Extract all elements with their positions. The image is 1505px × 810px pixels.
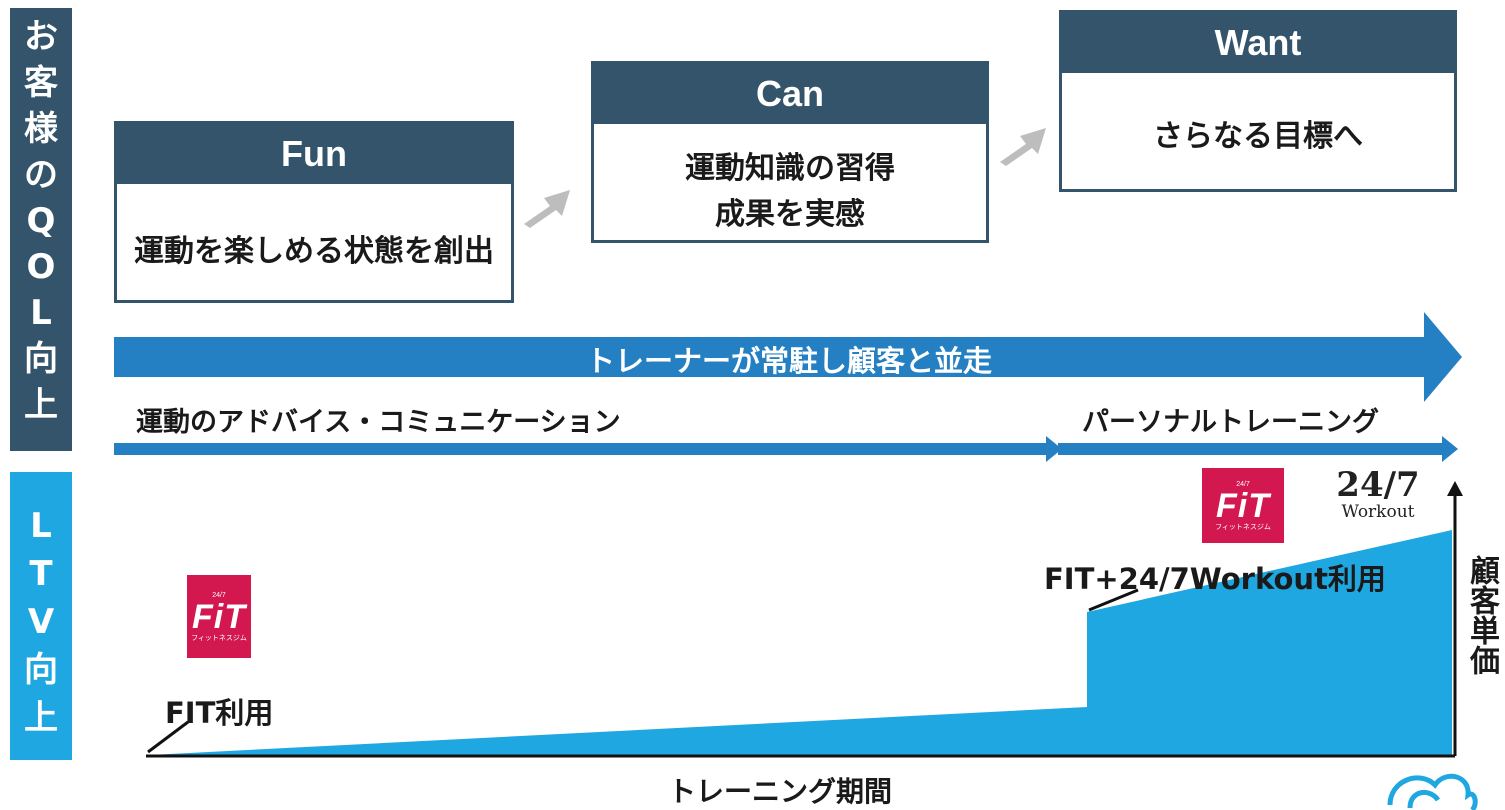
fit-logo-small: 24/7 FiT フィットネスジム (187, 575, 251, 658)
ltv_bar-char: T (29, 554, 53, 594)
personal-label: パーソナルトレーニング (1082, 407, 1379, 438)
card-fun-text: 運動を楽しめる状態を創出 (134, 234, 494, 269)
personal-arrow (1058, 436, 1458, 462)
card-can-text-2: 成果を実感 (715, 197, 865, 232)
qol_bar-char: O (26, 247, 56, 287)
qol_bar-char: 上 (24, 385, 58, 425)
y-axis-arrowhead (1447, 481, 1463, 496)
big-arrow-label: トレーナーが常駐し顧客と並走 (585, 344, 992, 378)
card-can-text-1: 運動知識の習得 (685, 151, 895, 186)
ltv_bar-char: V (27, 602, 55, 642)
qol_bar-char: L (30, 293, 52, 333)
advice-label: 運動のアドバイス・コミュニケーション (136, 407, 621, 438)
combo-label: FIT+24/7Workout利用 (1044, 562, 1386, 596)
corner-logo-icon (1387, 773, 1478, 810)
ltv_bar-char: 向 (24, 650, 58, 690)
fit-leader-line (147, 720, 189, 754)
qol_bar-char: お (24, 17, 58, 57)
x-axis-label: トレーニング期間 (667, 775, 892, 808)
y-axis-label: 顧客単価 (1464, 555, 1499, 675)
card-fun: Fun 運動を楽しめる状態を創出 (114, 121, 514, 303)
ltv_bar-char: 上 (24, 698, 58, 738)
card-can: Can 運動知識の習得 成果を実感 (591, 61, 989, 243)
card-want-text: さらなる目標へ (1153, 119, 1363, 154)
ltv-area (150, 530, 1452, 755)
card-want: Want さらなる目標へ (1059, 10, 1457, 192)
qol_bar-char: の (24, 155, 58, 195)
card-fun-title: Fun (117, 124, 511, 184)
step-arrow-1 (524, 190, 570, 228)
qol_bar-char: Q (26, 201, 56, 241)
card-want-title: Want (1062, 13, 1454, 73)
qol_bar-char: 様 (24, 109, 58, 149)
combo-leader-line (1088, 588, 1139, 612)
card-can-title: Can (594, 64, 986, 124)
big-arrow (114, 312, 1462, 402)
workout-logo: 24/7 Workout (1336, 465, 1420, 522)
qol_bar-char: 向 (24, 339, 58, 379)
advice-arrow (114, 436, 1062, 462)
qol_bar-char: 客 (24, 63, 58, 103)
step-arrow-2 (1000, 128, 1046, 166)
fit-logo-large: 24/7 FiT フィットネスジム (1202, 468, 1284, 543)
fit-label: FIT利用 (165, 696, 274, 730)
ltv_bar-char: L (30, 506, 52, 546)
